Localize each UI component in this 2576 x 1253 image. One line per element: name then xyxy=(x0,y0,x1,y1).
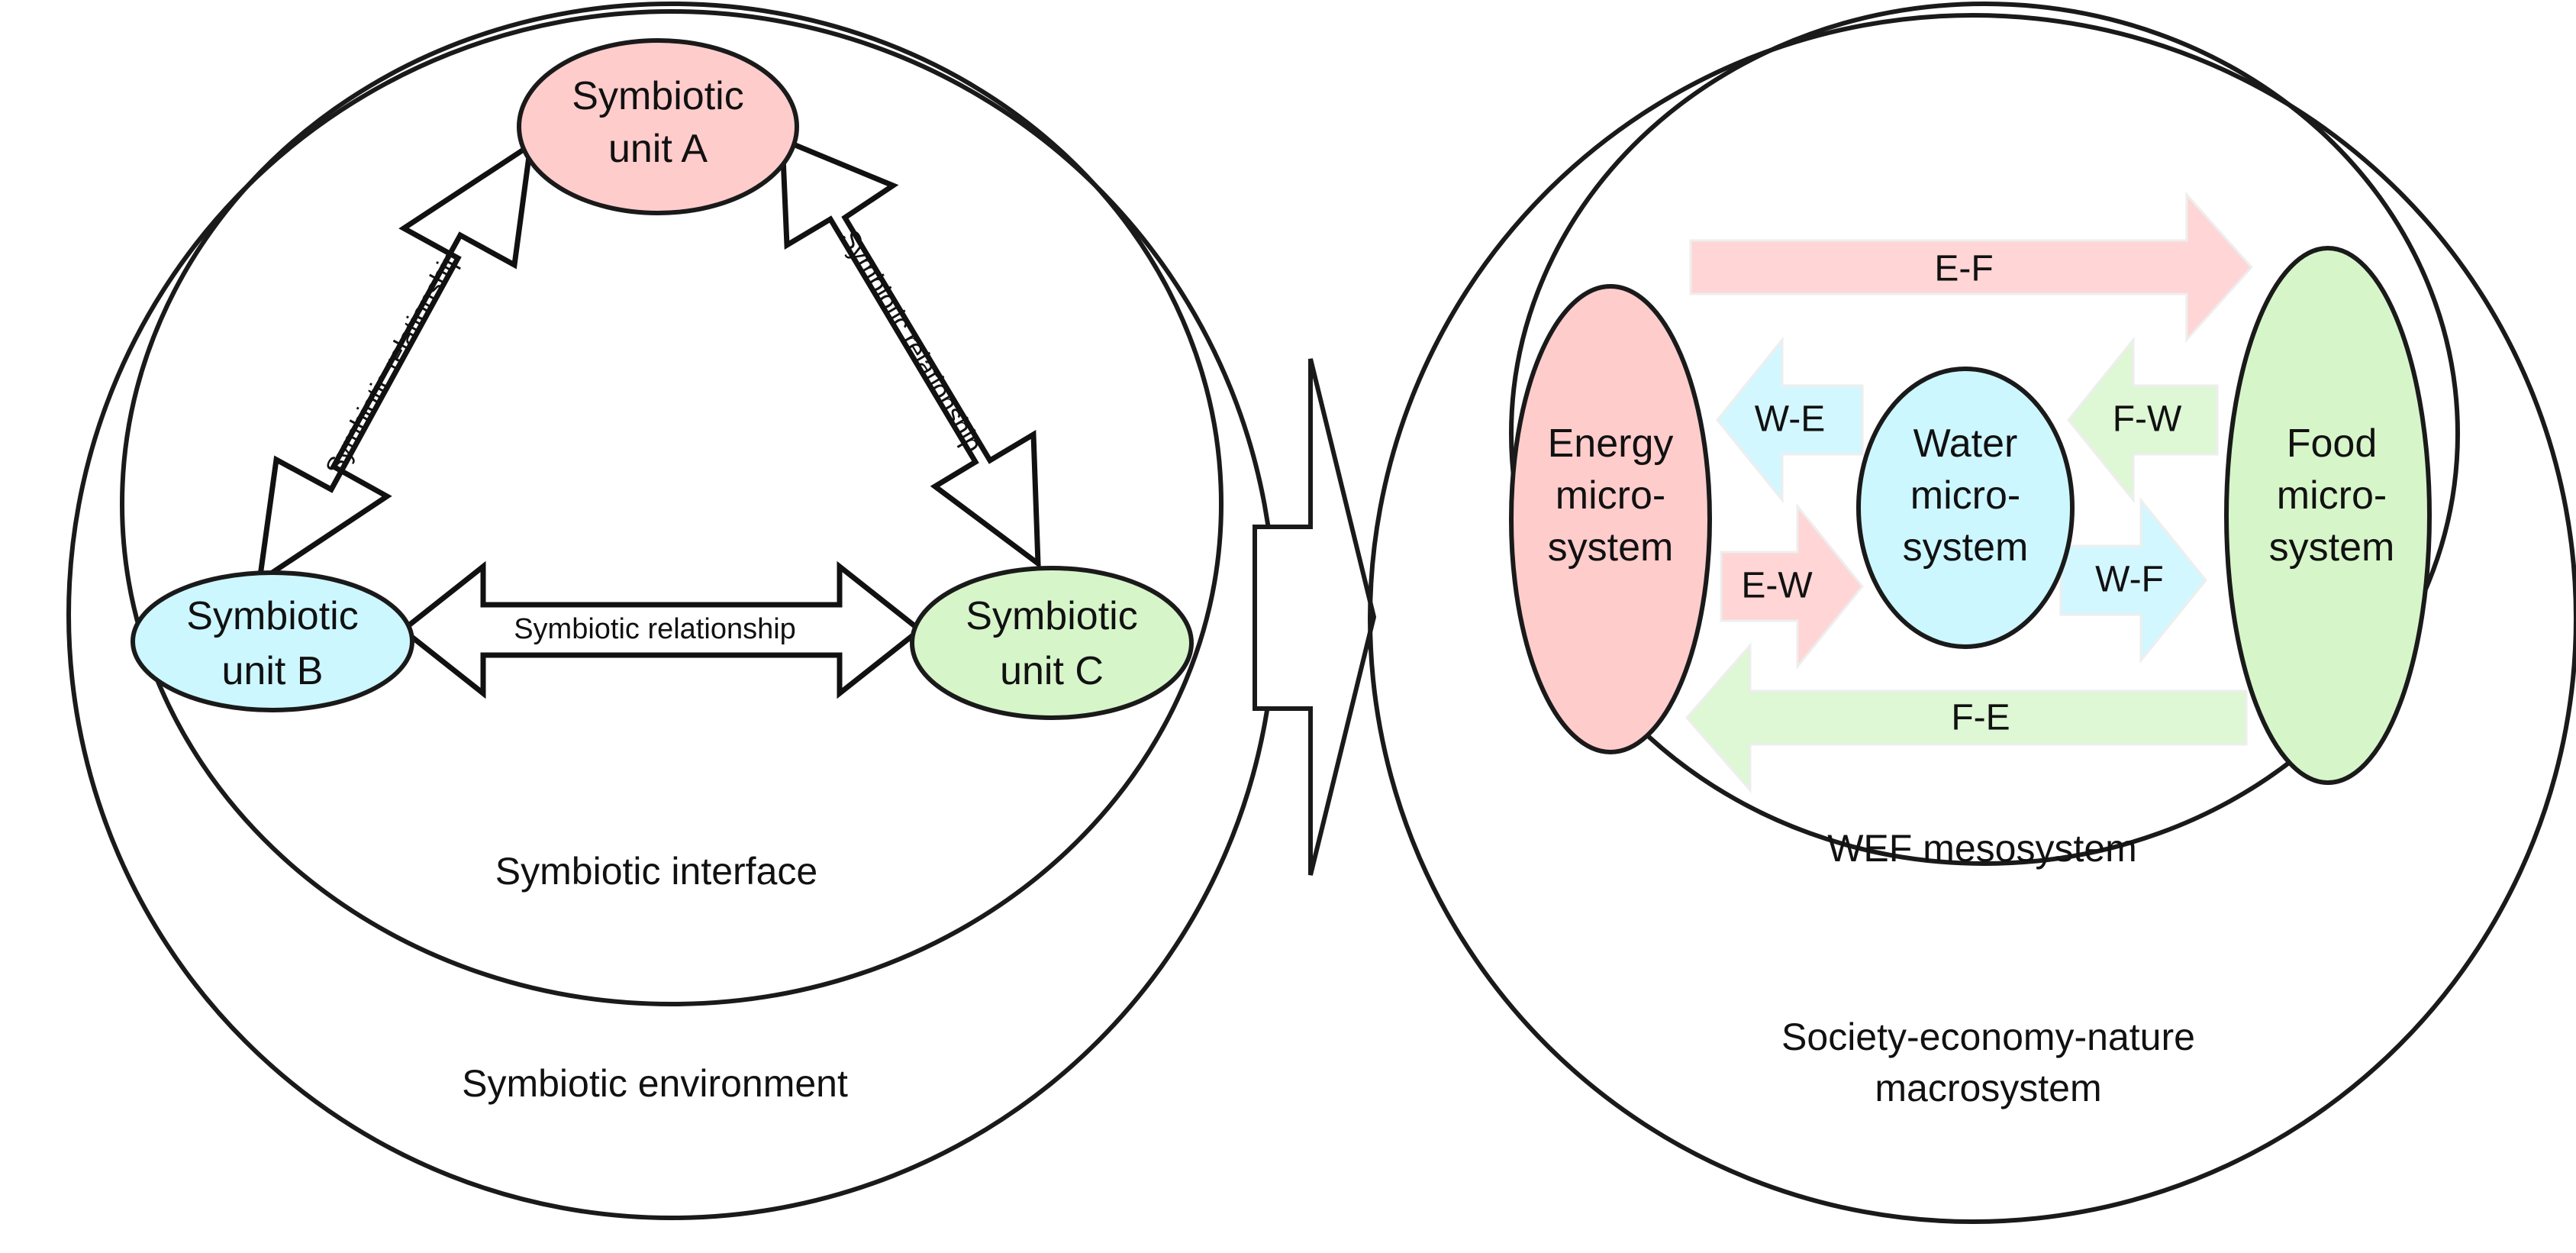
unit-a-line-2: unit A xyxy=(608,127,708,171)
relationship-label-bc: Symbiotic relationship xyxy=(514,613,796,645)
arrow-e-f-label: E-F xyxy=(1934,249,1993,289)
macrosystem-label-line-1: Society-economy-nature xyxy=(1781,1016,2195,1058)
unit-a-line-1: Symbiotic xyxy=(572,74,743,118)
arrow-f-e: F-E xyxy=(1685,642,2248,793)
symbiotic-unit-a: Symbiotic unit A xyxy=(517,38,799,215)
energy-line-3: system xyxy=(1548,525,1674,570)
water-line-3: system xyxy=(1903,525,2029,570)
arrow-e-w-label: E-W xyxy=(1741,566,1813,606)
food-line-2: micro- xyxy=(2277,473,2387,518)
food-line-3: system xyxy=(2269,525,2395,570)
relationship-label-ab: Symbiotic relationship xyxy=(320,245,466,480)
arrow-f-w: F-W xyxy=(2067,336,2219,504)
arrow-w-f-label: W-F xyxy=(2095,560,2164,600)
macrosystem-circle xyxy=(1368,13,2576,1224)
arrow-f-w-label: F-W xyxy=(2113,399,2182,440)
unit-b-line-1: Symbiotic xyxy=(186,594,358,638)
arrow-f-e-label: F-E xyxy=(1951,698,2010,738)
arrow-w-e: W-E xyxy=(1716,336,1864,504)
right-panel: E-F F-E W-E E-W F-W W-F En xyxy=(1368,2,2576,1224)
relationship-arrow-ac xyxy=(779,135,1041,570)
arrow-w-e-label: W-E xyxy=(1755,399,1825,440)
macrosystem-label-line-2: macrosystem xyxy=(1875,1067,2101,1109)
symbiotic-unit-b: Symbiotic unit B xyxy=(131,570,414,712)
symbiotic-interface-circle xyxy=(120,2,1224,1006)
arrow-w-f: W-F xyxy=(2059,496,2207,664)
energy-line-2: micro- xyxy=(1556,473,1665,518)
symbiotic-unit-c: Symbiotic unit C xyxy=(910,566,1194,720)
symbiotic-interface-label: Symbiotic interface xyxy=(495,850,817,893)
mesosystem-label: WEF mesosystem xyxy=(1827,827,2137,870)
unit-c-line-2: unit C xyxy=(1000,649,1104,693)
arrow-e-f: E-F xyxy=(1689,192,2254,343)
transition-arrow xyxy=(1253,358,1377,876)
relationship-label-ac: Symbiotic relationship xyxy=(834,225,988,457)
symbiotic-environment-label: Symbiotic environment xyxy=(462,1062,848,1105)
unit-b-line-2: unit B xyxy=(222,649,324,693)
mesosystem-circle xyxy=(1509,2,2460,866)
energy-line-1: Energy xyxy=(1548,421,1674,466)
arrow-e-w: E-W xyxy=(1720,502,1864,670)
energy-microsystem: Energy micro- system xyxy=(1509,284,1712,754)
unit-c-line-1: Symbiotic xyxy=(966,594,1137,638)
water-microsystem: Water micro- system xyxy=(1856,367,2075,649)
left-panel: Symbiotic relationship Symbiotic relatio… xyxy=(66,2,1277,1220)
food-microsystem: Food micro- system xyxy=(2224,246,2432,785)
water-line-2: micro- xyxy=(1910,473,2020,518)
food-line-1: Food xyxy=(2287,421,2378,466)
water-line-1: Water xyxy=(1913,421,2018,466)
